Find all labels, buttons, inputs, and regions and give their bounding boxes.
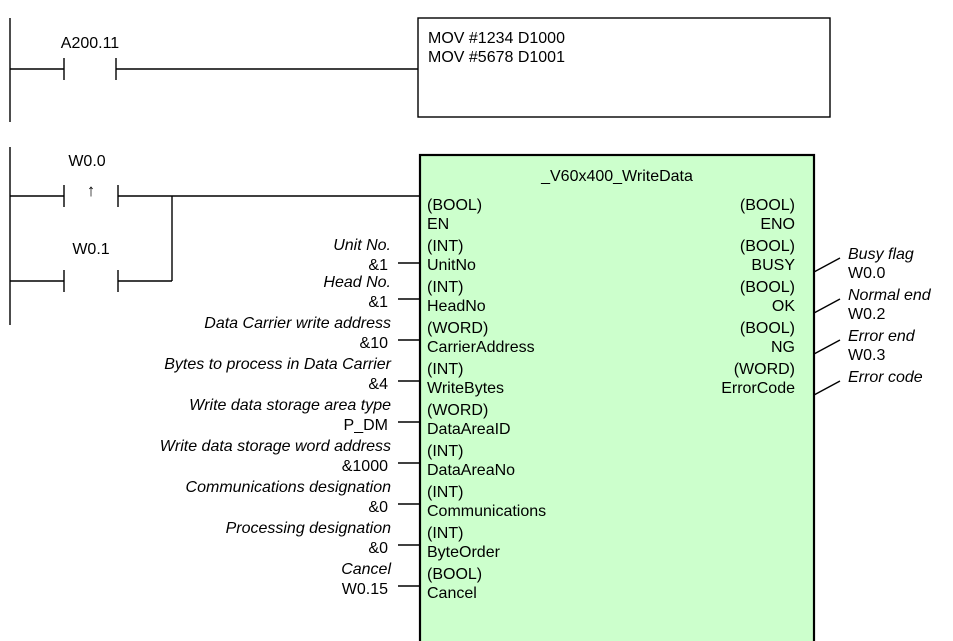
output-ng-wire [813, 339, 841, 355]
input-unitno-name: UnitNo [427, 257, 476, 274]
output-ok-wire [813, 298, 841, 314]
input-carrieraddress-type: (WORD) [427, 320, 488, 337]
input-dataareaid-name: DataAreaID [427, 421, 511, 438]
output-ok-name: OK [772, 298, 795, 315]
contact-a200-11-label: A200.11 [61, 35, 120, 52]
output-ng-value[interactable]: W0.3 [848, 347, 885, 364]
output-busy-value[interactable]: W0.0 [848, 265, 885, 282]
contact-w0-0-up[interactable]: ↑ W0.0 [63, 153, 119, 207]
function-block[interactable]: _V60x400_WriteData (BOOL) EN (INT) UnitNo Un… [160, 153, 932, 641]
input-carrieraddress-name: CarrierAddress [427, 339, 535, 356]
input-byteorder-type: (INT) [427, 525, 463, 542]
output-ng-name: NG [771, 339, 795, 356]
input-writebytes-type: (INT) [427, 361, 463, 378]
input-headno-label: Head No. [323, 274, 391, 291]
output-ng-type: (BOOL) [740, 320, 795, 337]
input-cancel-value[interactable]: W0.15 [342, 581, 388, 598]
up-diff-arrow-icon: ↑ [87, 181, 96, 200]
input-writebytes-label: Bytes to process in Data Carrier [164, 356, 391, 373]
input-communications-name: Communications [427, 503, 546, 520]
input-carrieraddress-label: Data Carrier write address [204, 315, 391, 332]
contact-w0-1-label: W0.1 [72, 241, 109, 258]
contact-w0-1[interactable]: W0.1 [63, 241, 119, 292]
input-dataareano-type: (INT) [427, 443, 463, 460]
output-errorcode-label: Error code [848, 369, 923, 386]
output-ok-value[interactable]: W0.2 [848, 306, 885, 323]
input-dataareano-name: DataAreaNo [427, 462, 515, 479]
input-dataareaid-type: (WORD) [427, 402, 488, 419]
function-block-title: _V60x400_WriteData [540, 168, 693, 185]
input-headno-type: (INT) [427, 279, 463, 296]
output-errorcode-name: ErrorCode [721, 380, 795, 397]
output-busy-wire [813, 257, 841, 273]
input-dataareaid-label: Write data storage area type [189, 397, 391, 414]
output-errorcode-type: (WORD) [734, 361, 795, 378]
output-ng-label: Error end [848, 328, 916, 345]
instruction-line-2: MOV #5678 D1001 [428, 49, 565, 66]
output-eno-name: ENO [760, 216, 795, 233]
input-unitno-label: Unit No. [333, 237, 391, 254]
input-byteorder-label: Processing designation [226, 520, 392, 537]
input-writebytes-value[interactable]: &4 [368, 376, 388, 393]
input-dataareano-label: Write data storage word address [160, 438, 391, 455]
input-headno-value[interactable]: &1 [368, 294, 388, 311]
input-writebytes-name: WriteBytes [427, 380, 504, 397]
rung-1: A200.11 MOV #1234 D1000 MOV #5678 D1001 [9, 17, 831, 122]
output-ok-label: Normal end [848, 287, 932, 304]
output-ok-type: (BOOL) [740, 279, 795, 296]
input-cancel-type: (BOOL) [427, 566, 482, 583]
output-errorcode-wire [813, 380, 841, 396]
input-carrieraddress-value[interactable]: &10 [360, 335, 389, 352]
input-byteorder-value[interactable]: &0 [368, 540, 388, 557]
input-communications-value[interactable]: &0 [368, 499, 388, 516]
output-busy-label: Busy flag [848, 246, 914, 263]
input-cancel-name: Cancel [427, 585, 477, 602]
rung-2: ↑ W0.0 W0.1 [9, 147, 420, 325]
function-block-inputs: (BOOL) EN (INT) UnitNo Unit No. &1 (INT) HeadNo… [160, 197, 546, 602]
input-unitno-type: (INT) [427, 238, 463, 255]
input-byteorder-name: ByteOrder [427, 544, 501, 561]
output-eno-type: (BOOL) [740, 197, 795, 214]
instruction-line-1: MOV #1234 D1000 [428, 30, 565, 47]
input-dataareano-value[interactable]: &1000 [342, 458, 388, 475]
input-unitno-value[interactable]: &1 [368, 257, 388, 274]
input-communications-label: Communications designation [186, 479, 392, 496]
contact-w0-0-label: W0.0 [68, 153, 105, 170]
input-en-name: EN [427, 216, 449, 233]
function-block-body [418, 153, 816, 641]
contact-a200-11[interactable]: A200.11 [61, 35, 120, 80]
input-headno-name: HeadNo [427, 298, 486, 315]
input-en-type: (BOOL) [427, 197, 482, 214]
input-cancel-label: Cancel [341, 561, 391, 578]
output-busy-name: BUSY [751, 257, 795, 274]
output-busy-type: (BOOL) [740, 238, 795, 255]
input-dataareaid-value[interactable]: P_DM [344, 417, 388, 434]
instruction-box[interactable] [417, 17, 831, 118]
input-communications-type: (INT) [427, 484, 463, 501]
